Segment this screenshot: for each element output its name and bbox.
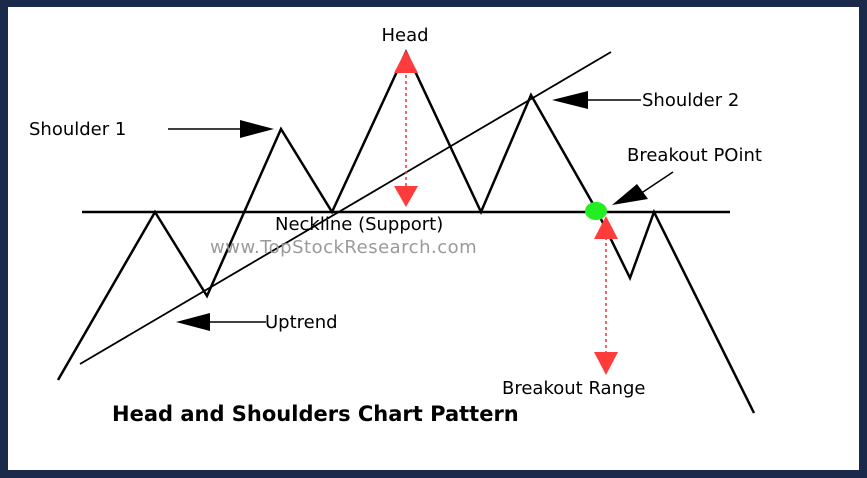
shoulder2-label: Shoulder 2 (642, 90, 739, 111)
diagram-canvas: Head Shoulder 1 Shoulder 2 Breakout POin… (8, 7, 859, 470)
diagram-title: Head and Shoulders Chart Pattern (112, 402, 519, 426)
neckline-label: Neckline (Support) (275, 214, 443, 235)
head-label: Head (381, 25, 428, 46)
shoulder2-pointer (552, 91, 641, 109)
head-height-arrow (394, 50, 418, 207)
watermark: www.TopStockResearch.com (210, 237, 477, 258)
breakout-point-pointer (612, 171, 674, 205)
uptrend-line (79, 51, 612, 365)
breakout-range-label: Breakout Range (502, 378, 646, 399)
shoulder1-label: Shoulder 1 (29, 119, 126, 140)
shoulder1-pointer (168, 120, 274, 138)
breakout-range-arrow (594, 216, 618, 375)
uptrend-pointer (176, 313, 266, 331)
price-path (56, 49, 756, 414)
breakout-point-dot (585, 202, 607, 220)
uptrend-label: Uptrend (265, 312, 338, 333)
breakout-point-label: Breakout POint (627, 145, 762, 166)
head-and-shoulders-diagram: Head Shoulder 1 Shoulder 2 Breakout POin… (29, 25, 762, 426)
